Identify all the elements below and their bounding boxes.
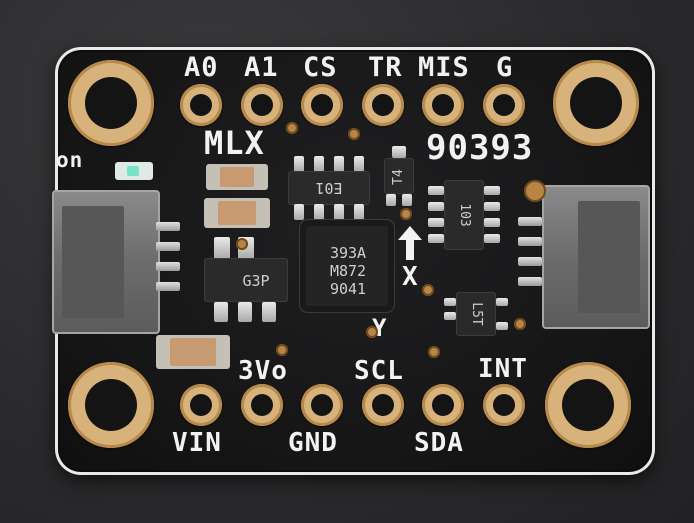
pin-label-gnd: GND <box>288 428 338 458</box>
mounting-hole-bottom-right <box>545 362 631 448</box>
pin-int <box>483 384 525 426</box>
regulator-tab <box>214 237 230 259</box>
via <box>286 122 298 134</box>
ic-lead <box>354 156 364 172</box>
ic-lead <box>334 204 344 220</box>
pin-label-a0: A0 <box>184 52 219 83</box>
ic-lead <box>484 218 500 227</box>
pin-label-cs: CS <box>303 52 338 83</box>
connector-lead <box>518 257 542 266</box>
pin-label-sda: SDA <box>414 428 464 458</box>
ic-lead <box>444 298 456 306</box>
transistor-marking: T4 <box>391 169 406 185</box>
via <box>348 128 360 140</box>
transistor-chip <box>384 158 414 194</box>
ic-lead <box>428 218 444 227</box>
pin-tr <box>362 84 404 126</box>
eeprom-marking: E01 <box>315 179 343 197</box>
connector-lead <box>156 242 180 251</box>
pin-mis <box>422 84 464 126</box>
regulator-lead <box>262 302 276 322</box>
stemma-qt-connector-right <box>542 185 650 329</box>
connector-lead <box>518 217 542 226</box>
via <box>428 346 440 358</box>
title-90393: 90393 <box>426 128 534 168</box>
ic-lead <box>484 202 500 211</box>
mlx90393-sensor-chip <box>306 226 388 306</box>
pin-label-mis: MIS <box>418 52 470 83</box>
arrow-up-icon <box>398 226 422 260</box>
mounting-hole-bottom-left <box>68 362 154 448</box>
ic-lead <box>428 186 444 195</box>
capacitor <box>204 198 270 228</box>
ic-lead <box>484 234 500 243</box>
via <box>524 180 546 202</box>
connector-lead <box>156 222 180 231</box>
pin-label-a1: A1 <box>244 52 279 83</box>
sensor-marking-line3: 9041 <box>329 280 367 298</box>
connector-lead <box>156 262 180 271</box>
sensor-marking-line1: 393A <box>329 244 367 262</box>
ic-lead <box>314 204 324 220</box>
sensor-marking-line2: M872 <box>329 262 367 280</box>
level-shifter-marking: L5T <box>469 302 484 326</box>
pin-label-scl: SCL <box>354 356 404 386</box>
via <box>276 344 288 356</box>
ic-lead <box>484 186 500 195</box>
pin-label-g: G <box>496 52 514 83</box>
stemma-qt-connector-left <box>52 190 160 334</box>
via <box>514 318 526 330</box>
axis-x-label: X <box>402 262 419 292</box>
pin-g <box>483 84 525 126</box>
pin-label-int: INT <box>478 354 528 384</box>
transistor-lead <box>386 194 396 206</box>
pin-a1 <box>241 84 283 126</box>
pin-label-tr: TR <box>368 52 403 83</box>
via <box>236 238 248 250</box>
pin-label-3vo: 3Vo <box>238 356 288 386</box>
mounting-hole-top-right <box>553 60 639 146</box>
on-label: on <box>56 148 84 172</box>
pin-scl <box>362 384 404 426</box>
pin-gnd <box>301 384 343 426</box>
ic-lead <box>496 322 508 330</box>
ic-lead <box>428 202 444 211</box>
mounting-hole-top-left <box>68 60 154 146</box>
regulator-marking: G3P <box>242 272 270 290</box>
pin-3vo <box>241 384 283 426</box>
ic-lead <box>444 312 456 320</box>
regulator-lead <box>214 302 228 322</box>
ic-lead <box>496 298 508 306</box>
pin-vin <box>180 384 222 426</box>
power-led <box>115 162 153 180</box>
via <box>400 208 412 220</box>
capacitor <box>156 335 230 369</box>
voltage-regulator-chip <box>204 258 288 302</box>
eeprom-chip <box>288 171 370 205</box>
resistor-network-marking: 103 <box>457 203 472 227</box>
capacitor <box>206 164 268 190</box>
ic-lead <box>294 204 304 220</box>
regulator-lead <box>238 302 252 322</box>
pin-label-vin: VIN <box>172 428 222 458</box>
ic-lead <box>294 156 304 172</box>
ic-lead <box>314 156 324 172</box>
level-shifter-chip <box>456 292 496 336</box>
ic-lead <box>334 156 344 172</box>
pin-cs <box>301 84 343 126</box>
transistor-lead <box>392 146 406 158</box>
connector-lead <box>518 237 542 246</box>
connector-lead <box>156 282 180 291</box>
resistor-network-chip <box>444 180 484 250</box>
connector-lead <box>518 277 542 286</box>
title-mlx: MLX <box>204 124 265 162</box>
transistor-lead <box>402 194 412 206</box>
pin-a0 <box>180 84 222 126</box>
pin-sda <box>422 384 464 426</box>
via <box>366 326 378 338</box>
ic-lead <box>428 234 444 243</box>
ic-lead <box>354 204 364 220</box>
via <box>422 284 434 296</box>
